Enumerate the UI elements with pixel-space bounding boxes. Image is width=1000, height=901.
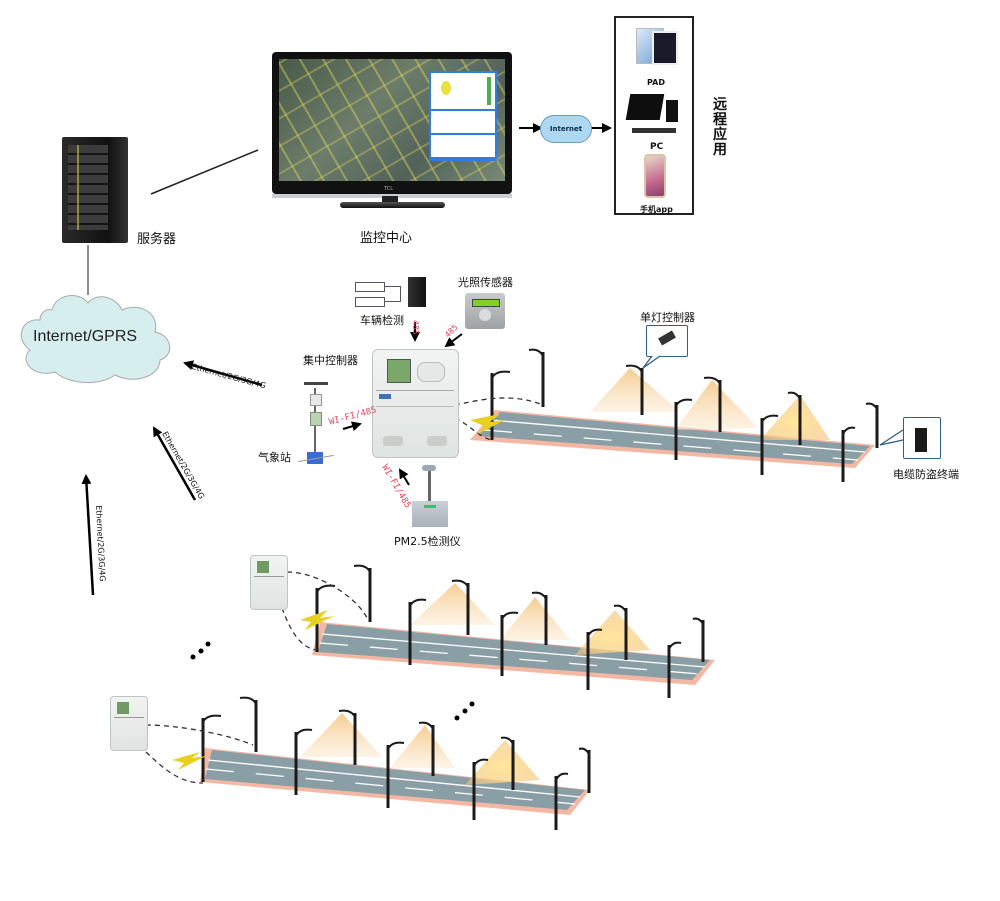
eth-arrow-1 <box>183 360 263 387</box>
monitor-screen-map[interactable] <box>279 59 505 181</box>
monitor-info-panel <box>429 71 497 161</box>
monitor-brand: TCL <box>384 186 394 192</box>
weather-station-icon <box>296 382 336 467</box>
remote-apps-label: 远程应用 <box>713 97 727 158</box>
light-arrow <box>444 333 463 348</box>
light-sensor-icon <box>465 293 505 329</box>
road-3 <box>145 696 591 830</box>
weather-arrow <box>342 421 362 432</box>
light-cone <box>390 725 455 768</box>
pm-arrow <box>398 468 410 486</box>
lightning-icon <box>172 752 206 770</box>
device-label-app: 手机app <box>640 205 673 214</box>
cable-antitheft-callout <box>903 417 941 459</box>
concentrator-device[interactable] <box>372 349 459 458</box>
weather-station-label: 气象站 <box>258 451 291 464</box>
single-lamp-controller-label: 单灯控制器 <box>640 311 695 324</box>
vehicle-485-label: 485 <box>411 320 420 335</box>
light-cone <box>465 740 540 785</box>
light-cone <box>300 713 382 757</box>
light-cone <box>675 380 758 430</box>
lightning-icon <box>300 610 334 630</box>
concentrator-label: 集中控制器 <box>303 354 358 367</box>
light-cone <box>590 368 680 412</box>
device-label-pad: PAD <box>647 78 665 87</box>
concentrator-screen <box>387 359 411 383</box>
single-lamp-controller-callout <box>646 325 688 357</box>
device-label-pc: PC <box>650 142 664 152</box>
pm25-label: PM2.5检测仪 <box>394 535 461 548</box>
road-1 <box>454 348 879 482</box>
monitor-base <box>340 202 445 208</box>
light-cone <box>575 610 650 655</box>
monitor-center-label: 监控中心 <box>360 231 413 246</box>
eth-arrow-3 <box>81 474 95 596</box>
monitor-center[interactable]: TCL <box>272 52 512 198</box>
light-sensor-label: 光照传感器 <box>458 276 513 289</box>
internet-cloud-label: Internet <box>549 125 583 133</box>
light-cone <box>410 583 495 625</box>
road-2 <box>190 564 715 698</box>
pm25-icon <box>410 465 450 529</box>
light-cone <box>500 597 570 640</box>
phone-icon[interactable] <box>644 154 666 198</box>
server-monitor-link <box>150 149 259 195</box>
concentrator-device-3[interactable] <box>110 696 148 751</box>
eth-arrow-2 <box>152 426 197 501</box>
server-label: 服务器 <box>137 232 177 247</box>
gprs-cloud-label: Internet/GPRS <box>33 328 138 345</box>
pc-icon[interactable] <box>625 94 686 138</box>
vehicle-detector-icon <box>355 277 427 310</box>
lightning-icon <box>470 414 505 434</box>
internet-cloud: Internet <box>540 115 592 143</box>
concentrator-device-2[interactable] <box>250 555 288 610</box>
vehicle-detector-label: 车辆检测 <box>360 314 404 327</box>
cable-antitheft-label: 电缆防盗终端 <box>893 468 959 481</box>
monitor-stand <box>382 196 398 204</box>
light-cone <box>760 395 830 440</box>
tablet-icon[interactable] <box>636 28 678 65</box>
server-icon <box>62 137 128 243</box>
remote-apps-box: PAD PC 手机app <box>614 16 694 215</box>
